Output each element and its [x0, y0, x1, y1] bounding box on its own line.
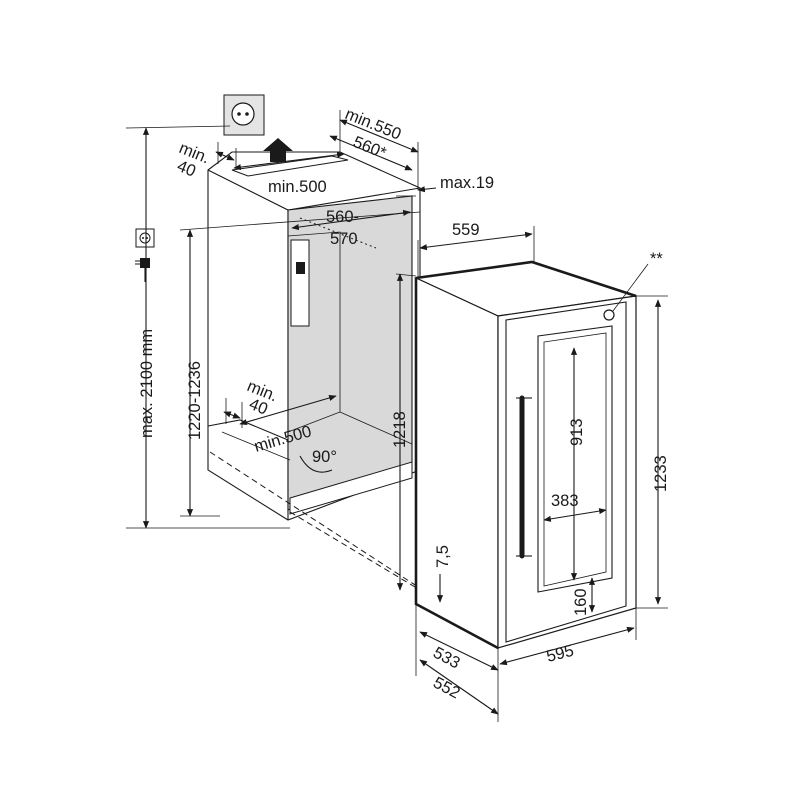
small-socket-pin-a [142, 237, 144, 239]
dim-min-40-top [215, 151, 235, 161]
top-socket-symbol [223, 94, 265, 136]
dim-383 [543, 508, 607, 522]
power-socket-icon-small [135, 228, 155, 248]
label-559: 559 [452, 221, 480, 239]
airflow-arrow-icon [263, 138, 293, 162]
label-min-40-top-b: 40 [175, 157, 199, 181]
dim-max-19 [417, 186, 437, 193]
dim-559 [419, 231, 533, 251]
label-560-570-a: 560- [326, 208, 359, 226]
socket-pin-b [245, 112, 249, 116]
label-1233: 1233 [652, 455, 670, 492]
double-star-leader [612, 263, 649, 312]
label-max-2100: max. 2100 mm [138, 329, 156, 438]
dim-min-500-bottom [239, 394, 337, 426]
door-frame [505, 301, 627, 643]
label-max-19: max.19 [440, 174, 494, 192]
label-1218: 1218 [391, 411, 409, 448]
label-min-500-top: min.500 [268, 178, 327, 196]
appliance-side [415, 277, 499, 650]
plinth-depth [221, 431, 291, 461]
plug-prongs [135, 260, 140, 265]
niche-socket-box [290, 239, 310, 327]
label-1220-1236: 1220-1236 [186, 361, 204, 440]
label-90: 90° [312, 448, 337, 466]
glass-window-outer [537, 325, 613, 593]
label-min-550: min.550 [343, 105, 404, 144]
projection-line-bottom [209, 451, 501, 641]
wine-cabinet-appliance [413, 260, 649, 650]
label-double-star: ** [650, 250, 663, 268]
label-160: 160 [572, 588, 590, 616]
projection-line-top [289, 511, 421, 591]
ext-2100-top [125, 125, 231, 129]
label-383: 383 [551, 492, 579, 510]
label-595: 595 [545, 642, 576, 666]
label-533: 533 [430, 644, 463, 673]
socket-ring [231, 102, 255, 126]
dim-560-570 [291, 209, 411, 231]
appliance-heavy-edge [415, 260, 637, 298]
socket-pin-a [237, 112, 241, 116]
dim-552 [419, 659, 499, 715]
label-913: 913 [568, 418, 586, 446]
power-plug-icon [135, 258, 150, 282]
dim-min-500-top [233, 151, 345, 171]
glass-window-inner [543, 332, 607, 587]
side-socket-symbol [135, 228, 155, 248]
label-560-570-b: 570 [330, 230, 358, 248]
control-knob-icon [603, 309, 615, 321]
bottom-ventilation-slot [289, 461, 413, 515]
angle-90-arc [299, 455, 333, 473]
ext-1218-top [395, 273, 417, 277]
projection-line-diagonal [299, 217, 377, 249]
niche-socket-inner [296, 262, 305, 274]
appliance-front [497, 295, 637, 649]
dim-min-40-bottom [223, 411, 241, 419]
plug-body [140, 258, 150, 268]
label-min-40-bottom-b: 40 [247, 395, 271, 419]
label-552: 552 [430, 674, 463, 703]
dim-560-star [329, 135, 413, 171]
label-7-5: 7,5 [434, 545, 452, 568]
dim-595 [499, 626, 635, 666]
